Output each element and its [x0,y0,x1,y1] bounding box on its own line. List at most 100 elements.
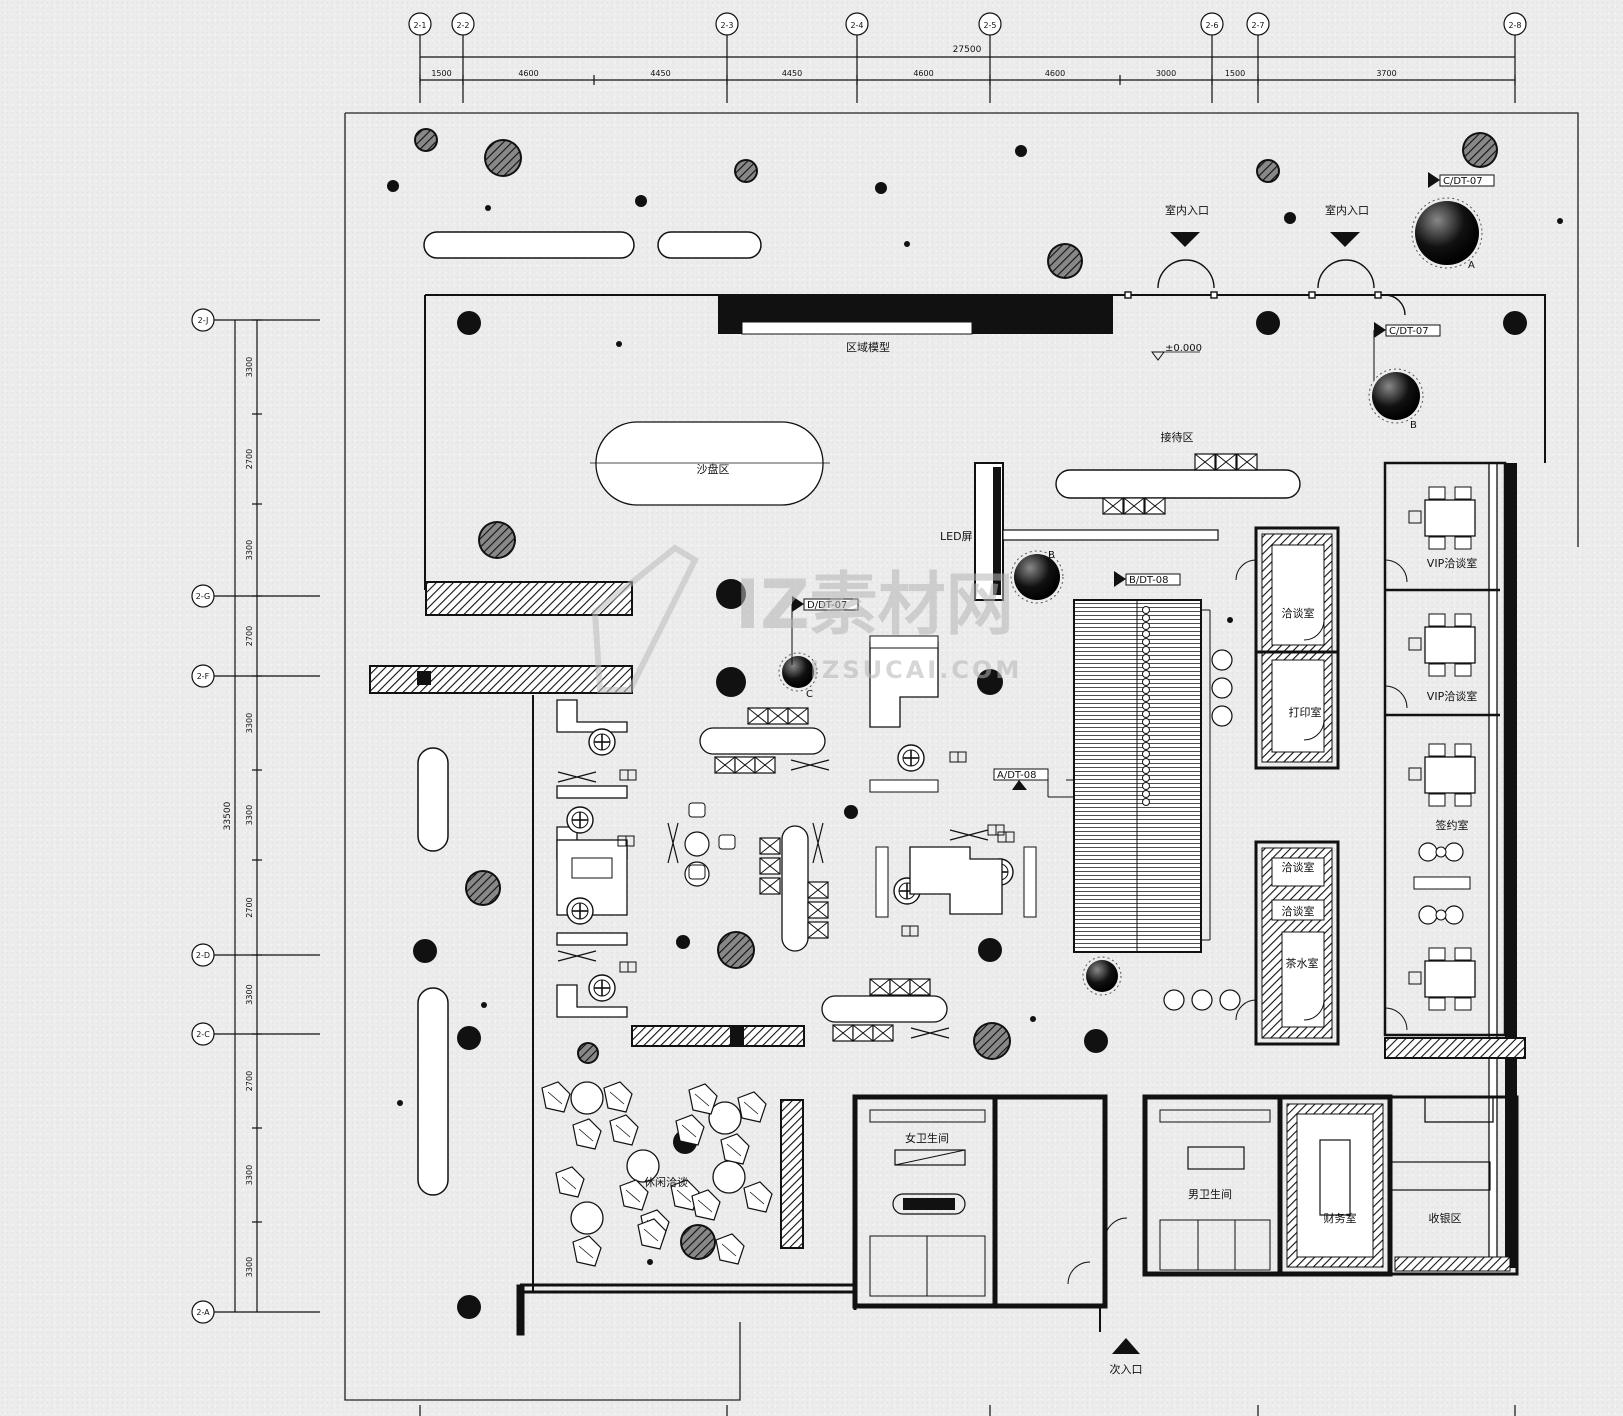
svg-text:B/DT-08: B/DT-08 [1129,575,1168,586]
tree-dot [1227,617,1233,623]
side-panel [875,846,889,918]
dim-span-label: 4450 [650,69,670,78]
hatched-wall-2 [369,665,633,694]
dim-span-label: 3300 [245,357,254,377]
planter-4 [417,987,449,1196]
tree [635,195,647,207]
dim-span-label: 3300 [245,540,254,560]
chair [754,756,776,774]
negotiation-table [699,727,826,755]
armchair [1444,842,1464,862]
rail-post [1142,630,1150,638]
tree-dot [485,205,491,211]
svg-text:A/DT-08: A/DT-08 [997,770,1036,781]
feature-tree-ring [1411,197,1483,269]
negotiation-furniture [556,635,1037,1042]
reception-chair [1194,453,1216,471]
dim-span-label: 1500 [431,69,451,78]
armchair [1444,905,1464,925]
chair [747,707,769,725]
negotiation-table [821,995,948,1023]
chair [759,877,781,895]
svg-text:B: B [1410,420,1417,431]
chair [688,802,706,818]
tree-dot [616,341,622,347]
tree [387,180,399,192]
axis-label: 2-8 [1508,21,1521,30]
dim-span-label: 4450 [782,69,802,78]
tree-hatch [1464,134,1496,166]
plant-marker [557,771,597,783]
lounge-chair [572,1235,602,1267]
round-table [684,831,710,857]
area-model-label: 区域模型 [846,340,890,354]
tree-hatch [416,130,436,150]
axis-label: 2-J [198,316,209,325]
chair [832,1024,854,1042]
chair [1428,486,1446,500]
tree [676,935,690,949]
entrance-a-label: 室内入口 [1165,203,1209,217]
chair [1428,663,1446,677]
cabinet [1408,637,1422,651]
bench [1413,876,1471,890]
reception-chair [1236,453,1258,471]
cabinet [1408,510,1422,524]
lounge-chair [737,1091,767,1123]
rail-post [1142,622,1150,630]
plant-marker [790,759,830,771]
office-chair [897,744,925,772]
dim-span-label: 2700 [245,449,254,469]
dim-span-label: 3300 [245,713,254,733]
rail-post [1142,606,1150,614]
rail-post [1142,710,1150,718]
rail-post [1142,614,1150,622]
entrance-b-label: 室内入口 [1325,203,1369,217]
level-label: ±0.000 [1165,343,1202,354]
dim-span-label: 3300 [245,805,254,825]
leisure-lounge [541,1081,773,1267]
tree [1256,311,1280,335]
lounge-chair [603,1081,633,1113]
chair [767,707,789,725]
chair [1454,663,1472,677]
meeting-table [1424,626,1476,664]
level-marker [1151,351,1165,361]
lounge-chair-line [726,1143,742,1157]
axis-label: 2-3 [720,21,733,30]
reception-chair [1123,497,1145,515]
chair [1454,997,1472,1011]
lounge-chair-line [697,1199,713,1213]
chair [1454,793,1472,807]
right-rooms [1383,461,1526,1059]
cashier-label: 收银区 [1429,1211,1462,1225]
dim-span-label: 3300 [245,1165,254,1185]
feature-tree [1014,554,1060,600]
lounge-chair-line [561,1176,577,1190]
dim-total-label: 33500 [223,801,233,830]
side-table [1435,909,1447,921]
signing-label: 签约室 [1436,818,1469,832]
tree-hatch [1049,245,1081,277]
tree-hatch [1258,161,1278,181]
svg-text:IZ素材网: IZ素材网 [735,566,1014,645]
rail-post [1142,718,1150,726]
building-walls [424,294,1546,1336]
chair [759,837,781,855]
tree-hatch [480,523,514,557]
rail-post [1142,790,1150,798]
vip-2-label: VIP洽谈室 [1427,689,1477,703]
tree-dot [1557,218,1563,224]
chair [1428,947,1446,961]
svg-text:D/DT-07: D/DT-07 [807,600,847,611]
lounge-chair-line [625,1189,641,1203]
tree-hatch [486,141,520,175]
rail-post [1142,734,1150,742]
reception-counter [1055,469,1301,499]
secondary-entry-label: 次入口 [1110,1362,1143,1376]
dim-span-label: 4600 [518,69,538,78]
feature-tree-ring [1010,550,1064,604]
sand-table-label: 沙盘区 [697,462,730,476]
tree-dot [397,1100,403,1106]
